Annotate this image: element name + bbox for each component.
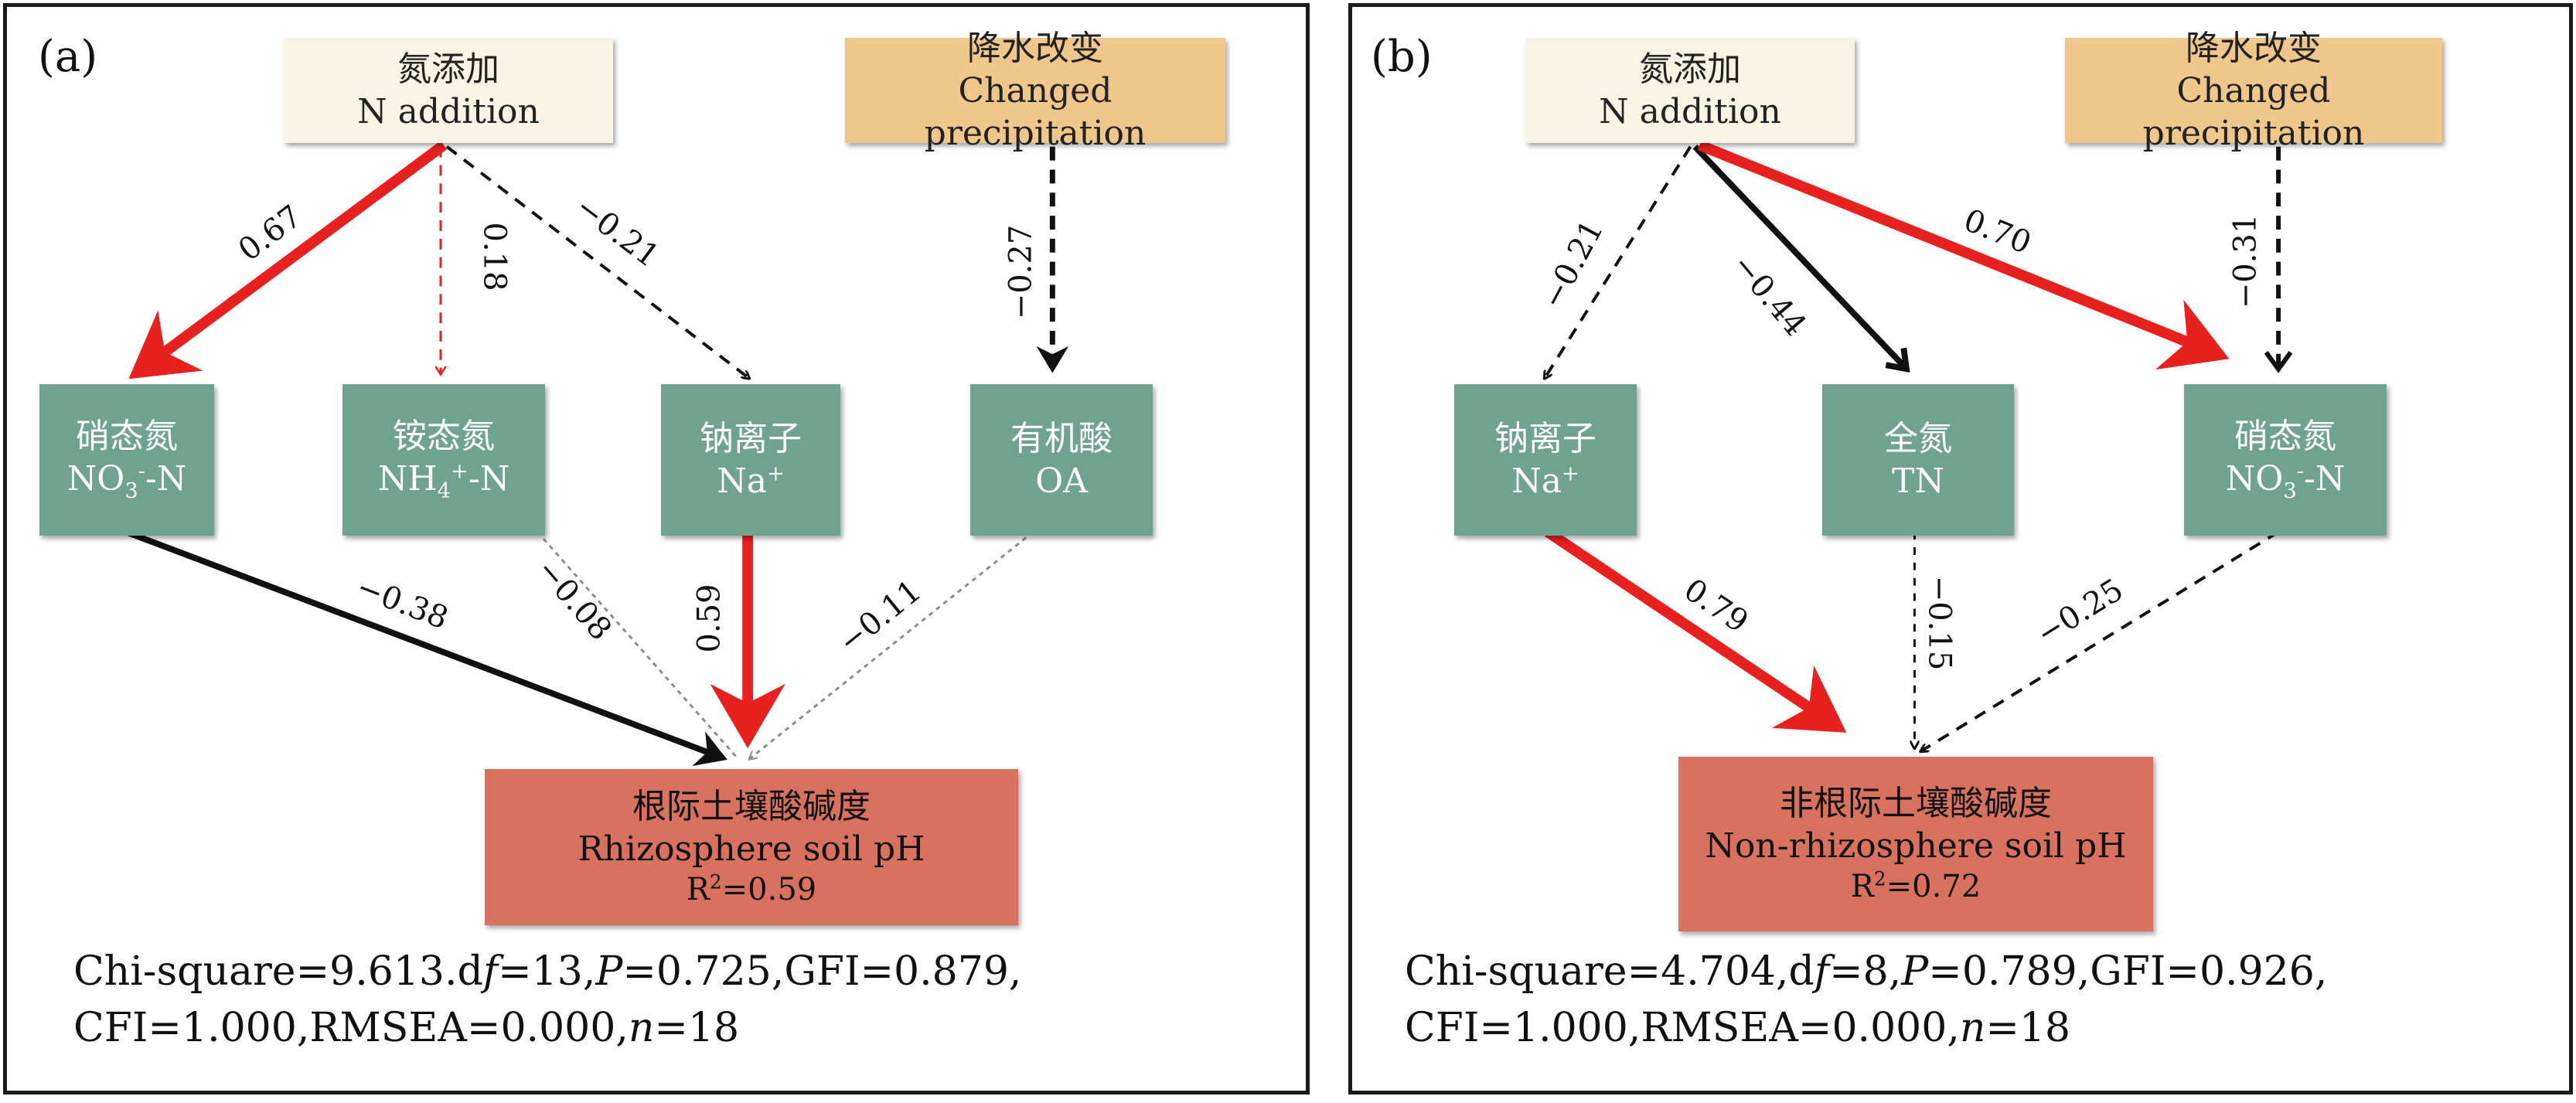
path-n-tn xyxy=(1692,144,1905,368)
path-nh4-ph xyxy=(536,531,738,759)
panel-a: (a) 氮添加 N addition 降水改变 Changed precipit… xyxy=(3,3,1310,1094)
fit-line-2: CFI=1.000,RMSEA=0.000,n=18 xyxy=(73,1004,740,1051)
node-nh4-en: NH4+-N xyxy=(377,459,510,503)
node-tn-en: TN xyxy=(1892,461,1944,501)
coef-p-oa: −0.27 xyxy=(1003,224,1039,320)
node-changed-precipitation: 降水改变 Changed precipitation xyxy=(2065,29,2442,153)
path-n-na xyxy=(1545,145,1692,379)
path-no3-ph xyxy=(124,529,727,767)
node-changed-precipitation: 降水改变 Changed precipitation xyxy=(845,29,1225,153)
node-n-addition: 氮添加 N addition xyxy=(1525,38,1855,143)
panel-b-tag: (b) xyxy=(1371,32,1433,82)
path-no3-ph xyxy=(1920,530,2280,751)
node-ph-en: Rhizosphere soil pH xyxy=(578,829,925,869)
node-no3-n: 硝态氮 NO3--N xyxy=(2184,384,2387,536)
node-n-addition: 氮添加 N addition xyxy=(284,38,613,143)
path-oa-ph xyxy=(749,530,1034,759)
node-non-rhizosphere-ph: 非根际土壤酸碱度 Non-rhizosphere soil pH R2=0.72 xyxy=(1678,757,2153,931)
node-na: 钠离子 Na+ xyxy=(661,384,840,536)
panel-b: (b) 氮添加 N addition 降水改变 Changed precipit… xyxy=(1348,3,2573,1094)
node-no3-en: NO3--N xyxy=(2225,459,2346,503)
node-nh4-n: 铵态氮 NH4+-N xyxy=(342,384,545,536)
coef-tn-ph: −0.15 xyxy=(1921,575,1958,671)
node-no3-n: 硝态氮 NO3--N xyxy=(39,384,214,536)
node-ph-zh: 根际土壤酸碱度 xyxy=(632,787,871,826)
node-tn: 全氮 TN xyxy=(1822,384,2014,536)
node-ph-en: Non-rhizosphere soil pH xyxy=(1705,826,2127,866)
panel-b-fit-stats: Chi-square=4.704,df=8,P=0.789,GFI=0.926,… xyxy=(1405,944,2327,1057)
node-na-en: Na+ xyxy=(1511,461,1579,501)
node-na-zh: 钠离子 xyxy=(700,419,802,458)
node-na: 钠离子 Na+ xyxy=(1454,384,1637,536)
path-na-ph xyxy=(1544,527,1847,733)
node-ph-zh: 非根际土壤酸碱度 xyxy=(1780,784,2052,823)
node-oa: 有机酸 OA xyxy=(970,384,1153,536)
node-na-zh: 钠离子 xyxy=(1494,419,1596,458)
coef-n-nh4: 0.18 xyxy=(476,222,513,291)
node-precip-zh: 降水改变 xyxy=(2186,28,2322,68)
node-rhizosphere-ph: 根际土壤酸碱度 Rhizosphere soil pH R2=0.59 xyxy=(485,769,1018,925)
node-nh4-zh: 铵态氮 xyxy=(393,417,495,457)
node-no3-zh: 硝态氮 xyxy=(76,417,178,457)
fit-line-2: CFI=1.000,RMSEA=0.000,n=18 xyxy=(1405,1004,2071,1051)
fit-line-1: Chi-square=9.613.df=13,P=0.725,GFI=0.879… xyxy=(73,948,1022,995)
panel-a-tag: (a) xyxy=(38,32,98,82)
path-n-no3 xyxy=(128,141,448,380)
node-tn-zh: 全氮 xyxy=(1884,419,1952,458)
coef-na-ph: 0.59 xyxy=(691,584,727,653)
panel-a-fit-stats: Chi-square=9.613.df=13,P=0.725,GFI=0.879… xyxy=(73,944,1021,1057)
fit-line-1: Chi-square=4.704,df=8,P=0.789,GFI=0.926, xyxy=(1405,948,2328,995)
node-precip-zh: 降水改变 xyxy=(967,28,1103,68)
panel-b-paths xyxy=(1352,140,2293,1091)
node-oa-en: OA xyxy=(1035,461,1088,501)
node-ph-r2: R2=0.59 xyxy=(686,870,817,907)
coef-p-no3: −0.31 xyxy=(2227,213,2264,309)
node-na-en: Na+ xyxy=(717,461,785,501)
node-precip-en: Changed precipitation xyxy=(2142,70,2365,153)
node-n-addition-en: N addition xyxy=(1599,92,1781,131)
node-precip-en: Changed precipitation xyxy=(924,70,1147,153)
node-n-addition-zh: 氮添加 xyxy=(397,49,499,89)
node-n-addition-zh: 氮添加 xyxy=(1639,49,1741,89)
node-no3-zh: 硝态氮 xyxy=(2234,417,2336,457)
node-n-addition-en: N addition xyxy=(357,92,540,131)
node-oa-zh: 有机酸 xyxy=(1010,419,1113,458)
node-ph-r2: R2=0.72 xyxy=(1850,867,1981,904)
node-no3-en: NO3--N xyxy=(66,459,187,503)
panel-a-paths xyxy=(124,141,1069,767)
path-n-no3 xyxy=(1697,140,2230,370)
